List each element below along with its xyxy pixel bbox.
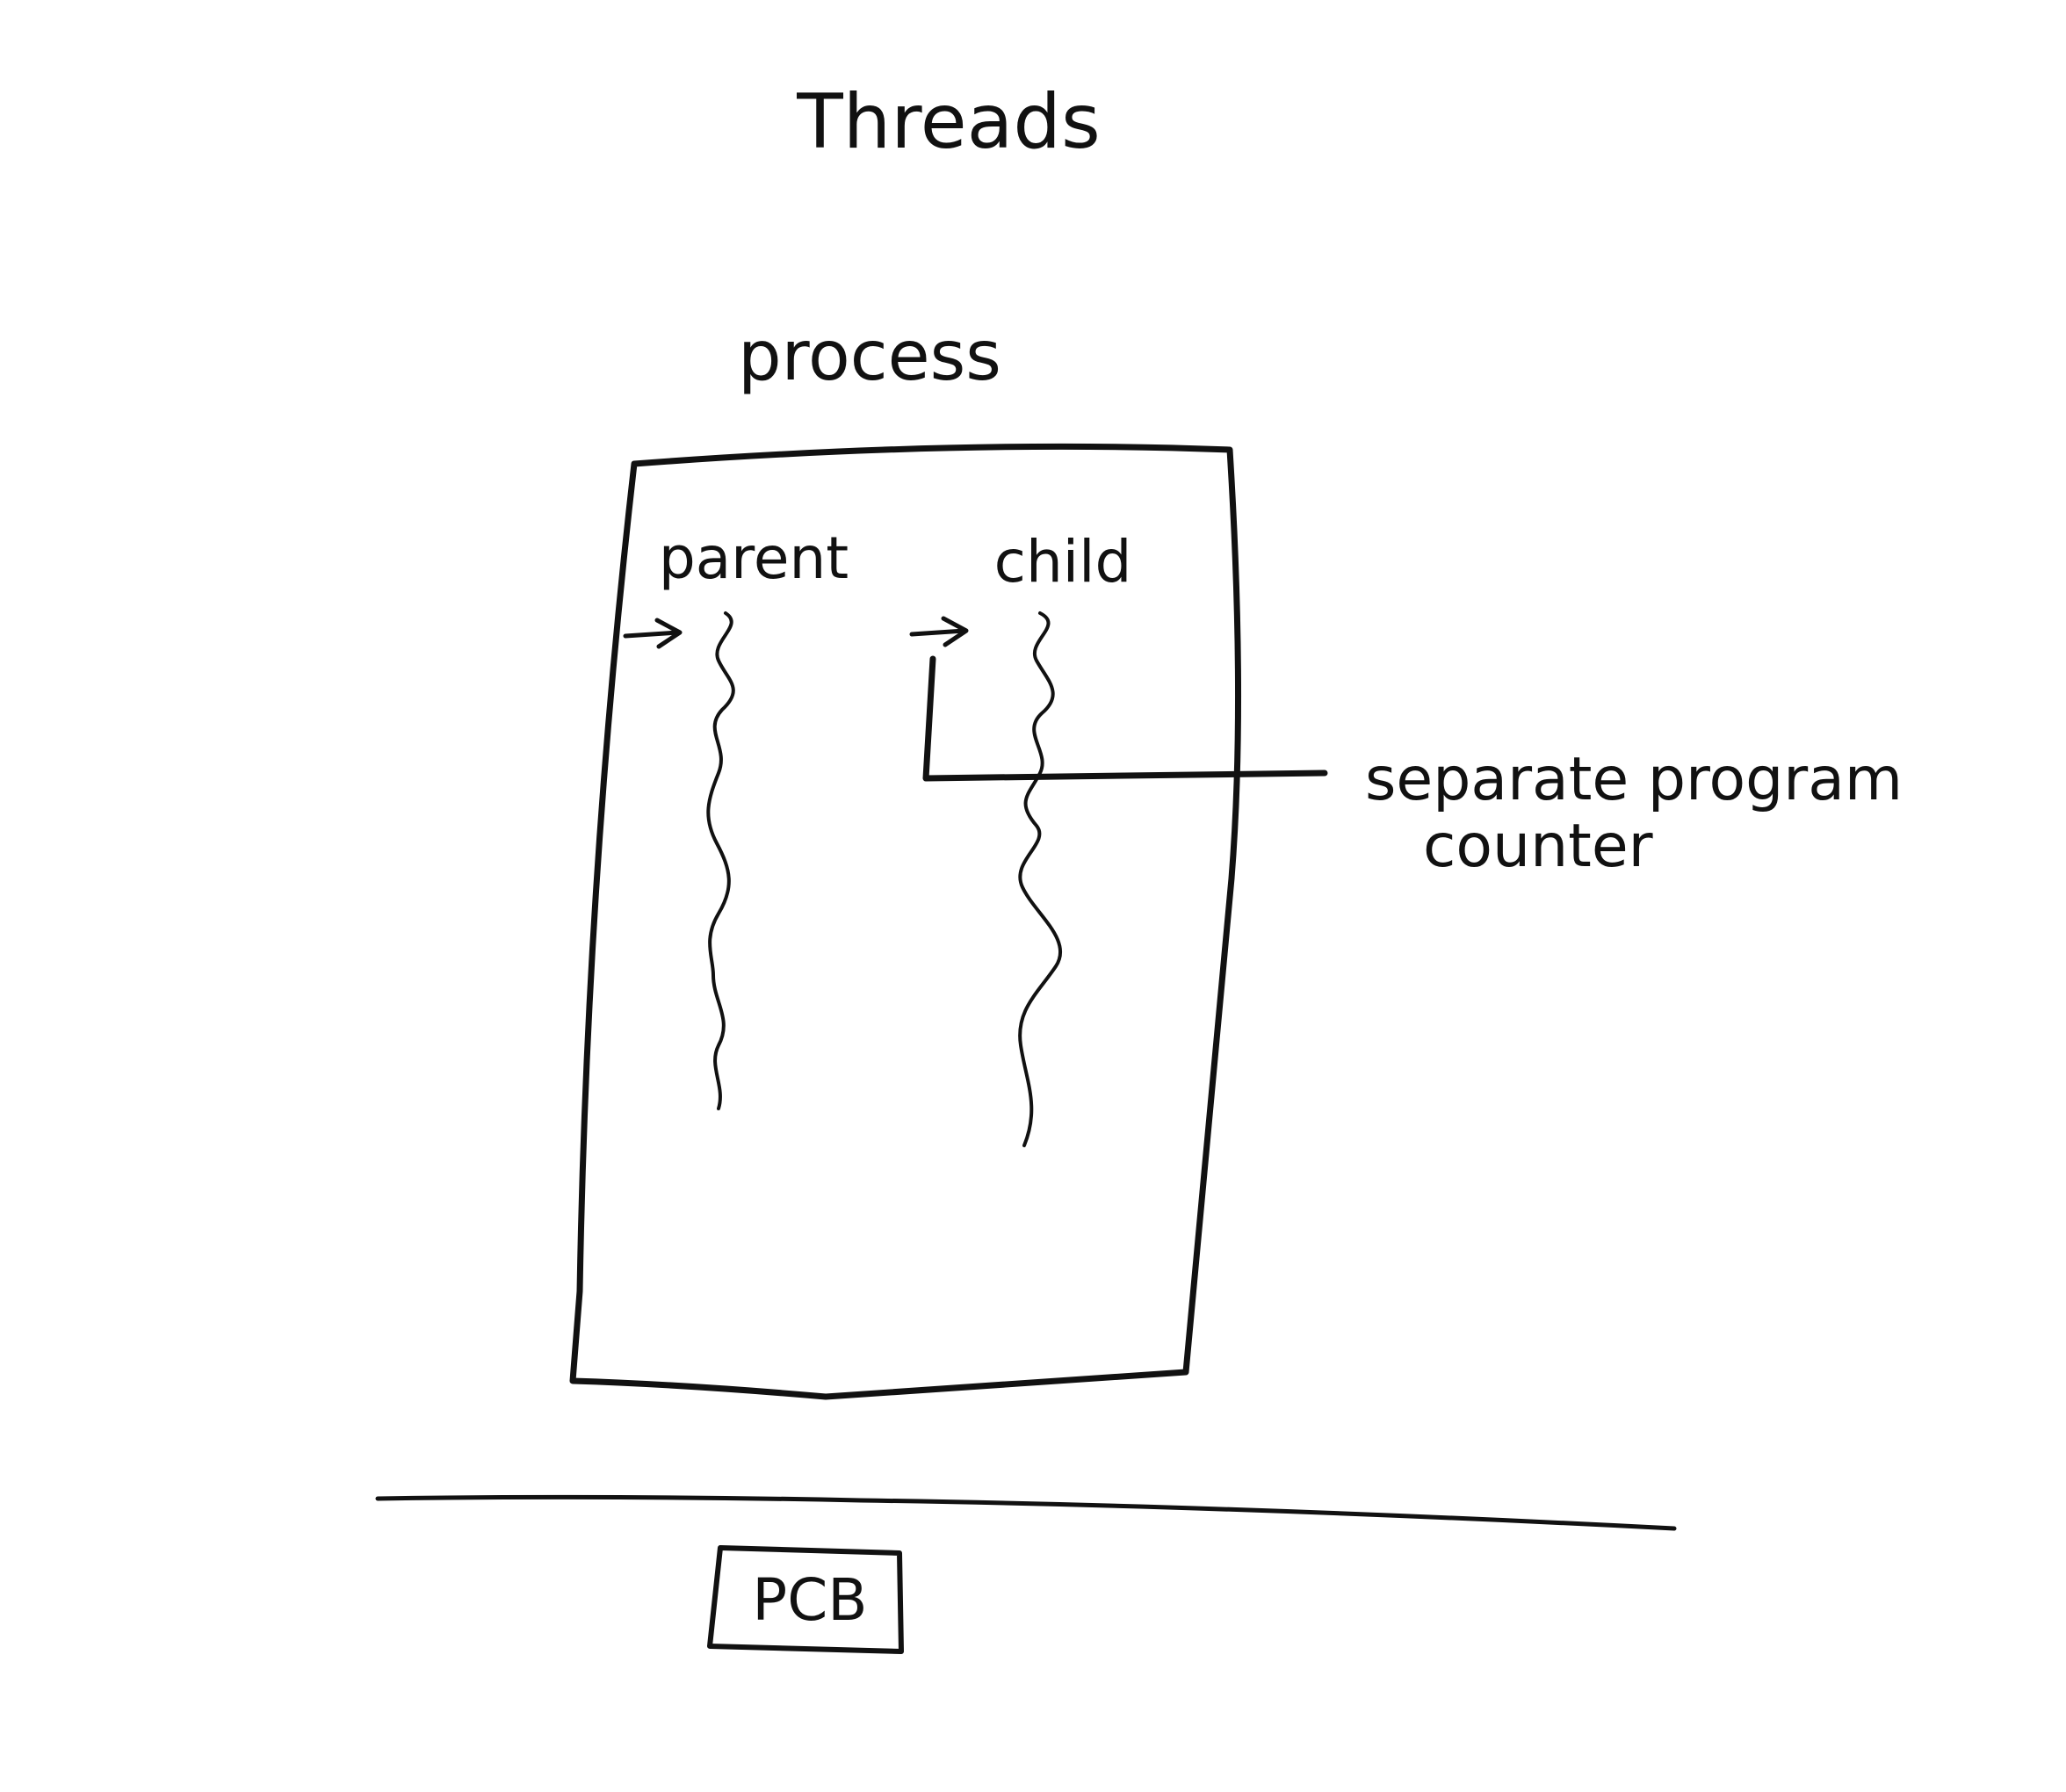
thread-label-parent: parent	[659, 524, 849, 592]
thread-label-child: child	[994, 528, 1132, 596]
child-pc-arrow-icon	[909, 616, 969, 647]
divider-line	[375, 1494, 1677, 1531]
parent-pc-arrow-icon	[623, 618, 683, 649]
annotation-line-2: counter	[1423, 812, 1653, 881]
program-counter-callout-line	[922, 655, 1328, 782]
pcb-box	[707, 1545, 904, 1654]
process-label: process	[738, 317, 1001, 396]
annotation-line-1: separate program	[1365, 745, 1903, 814]
parent-thread-line	[706, 611, 735, 1110]
pcb-label: PCB	[752, 1566, 867, 1634]
child-thread-line	[1018, 611, 1063, 1147]
process-box	[569, 443, 1242, 1400]
diagram-title: Threads	[796, 78, 1101, 166]
